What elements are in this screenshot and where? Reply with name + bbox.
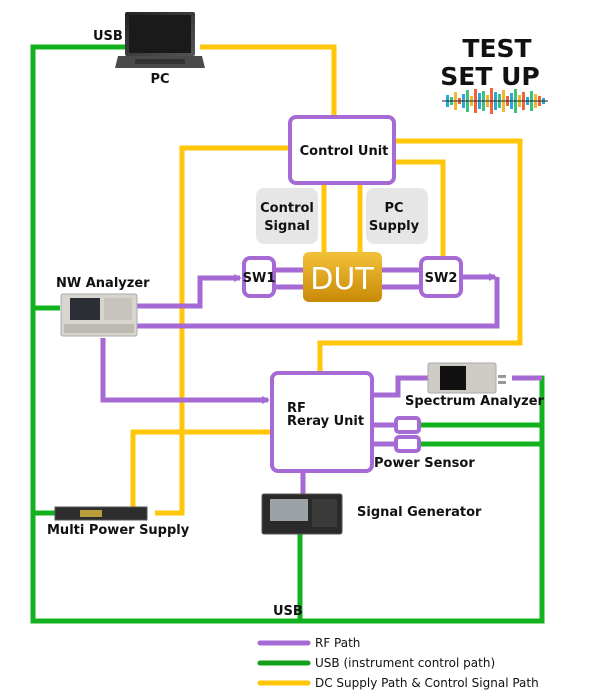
title-logo: TEST SET UP	[440, 34, 548, 114]
spectrum-analyzer-label: Spectrum Analyzer	[405, 394, 545, 409]
sw2-label: SW2	[425, 271, 458, 286]
rf-relay-label-1: RF	[287, 401, 306, 416]
dut-label: DUT	[310, 262, 374, 297]
spectrum-analyzer-screen-icon	[440, 366, 466, 390]
rf-wire-nwa-to-relay	[100, 338, 270, 404]
control-signal-note: Control Signal	[256, 188, 318, 244]
power-supply-display-icon	[80, 510, 102, 517]
nw-analyzer-instrument[interactable]	[60, 293, 138, 337]
power-sensor-2[interactable]	[394, 435, 421, 453]
signal-generator-label: Signal Generator	[357, 505, 482, 520]
rf-wire-nwa-return	[137, 277, 500, 329]
rf-wire-nwa-to-sw1	[137, 274, 242, 309]
pc-supply-note: PC Supply	[366, 188, 428, 244]
multi-power-supply-instrument[interactable]	[54, 506, 148, 521]
legend-item-usb: USB (instrument control path)	[257, 656, 495, 670]
legend-item-rf: RF Path	[257, 636, 360, 650]
nw-analyzer-label: NW Analyzer	[56, 276, 150, 291]
sw1-switch[interactable]: SW1	[242, 256, 276, 298]
pc-laptop[interactable]	[115, 12, 205, 68]
power-sensor-label: Power Sensor	[374, 456, 475, 471]
control-unit-label: Control Unit	[300, 144, 389, 159]
usb-label-top: USB	[93, 29, 123, 44]
spectrum-analyzer-instrument[interactable]	[427, 362, 506, 394]
rf-relay-unit[interactable]: RF Reray Unit	[270, 371, 374, 473]
pc-supply-label-1: PC	[384, 201, 403, 216]
title-line-1: TEST	[462, 34, 531, 63]
control-signal-label-2: Signal	[264, 219, 310, 234]
nw-analyzer-screen-icon	[70, 298, 100, 320]
waveform-icon	[442, 88, 548, 114]
legend-label-dc: DC Supply Path & Control Signal Path	[315, 676, 539, 690]
dc-wire-control-unit-sw2	[394, 159, 446, 258]
control-signal-label-1: Control	[260, 201, 314, 216]
dc-wire-pc-to-control-unit	[200, 44, 337, 118]
dc-wire-power-supply-relay	[130, 429, 272, 510]
rf-wires	[100, 267, 542, 495]
usb-label-bottom: USB	[273, 604, 303, 619]
dc-wire-control-unit-right	[317, 138, 523, 372]
sw2-switch[interactable]: SW2	[419, 256, 463, 298]
rf-wire-relay-to-spectrum	[374, 375, 428, 398]
power-sensor-1[interactable]	[394, 416, 421, 434]
legend-label-rf: RF Path	[315, 636, 360, 650]
pc-supply-label-2: Supply	[369, 219, 420, 234]
pc-label: PC	[150, 72, 169, 87]
dut-device[interactable]: DUT	[303, 252, 382, 302]
dc-wire-control-unit-left	[155, 145, 290, 516]
control-unit[interactable]: Control Unit	[288, 115, 396, 185]
signal-generator-screen-icon	[270, 499, 308, 521]
signal-generator-instrument[interactable]	[261, 493, 343, 535]
title-line-2: SET UP	[440, 62, 539, 91]
legend-label-usb: USB (instrument control path)	[315, 656, 495, 670]
sw1-label: SW1	[243, 271, 276, 286]
rf-relay-label-2: Reray Unit	[287, 414, 364, 429]
legend: RF Path USB (instrument control path) DC…	[257, 636, 539, 690]
legend-item-dc: DC Supply Path & Control Signal Path	[257, 676, 539, 690]
multi-power-supply-label: Multi Power Supply	[47, 523, 190, 538]
dc-wires	[130, 44, 523, 516]
